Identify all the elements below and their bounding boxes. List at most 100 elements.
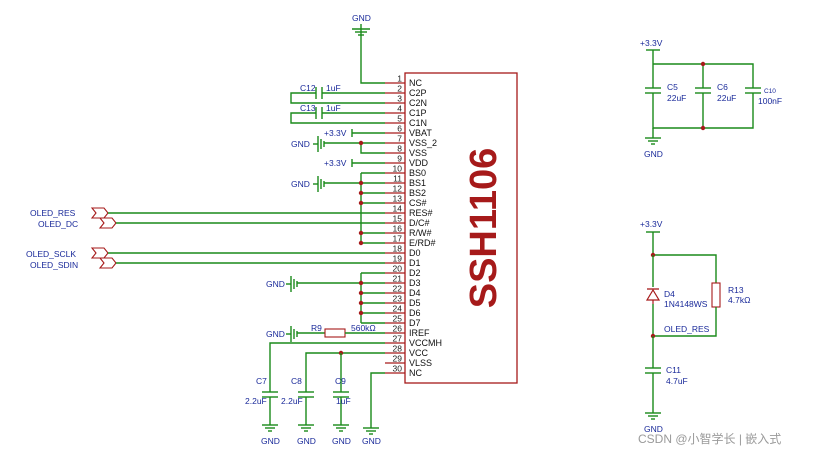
gnd-iref-label: GND (266, 329, 285, 339)
pin-4-name: C1P (409, 108, 427, 118)
gnd-vss-label: GND (291, 139, 310, 149)
pin-28-name: VCC (409, 348, 429, 358)
pin-23-name: D5 (409, 298, 421, 308)
pin-21-number: 21 (393, 274, 403, 284)
wire-decoup-top (653, 63, 754, 88)
c8-ref: C8 (291, 376, 302, 386)
ic-body (404, 72, 518, 384)
gnd-reset-symbol (645, 412, 661, 420)
gnd-vss-symbol (313, 136, 325, 152)
pin-18-name: D0 (409, 248, 421, 258)
gnd-bs-symbol (313, 176, 325, 192)
c13-ref: C13 (300, 103, 316, 113)
pin-14-number: 14 (393, 204, 403, 214)
pin-2-number: 2 (397, 84, 402, 94)
gnd-c7-label: GND (261, 436, 280, 446)
gnd-c8-symbol (298, 424, 314, 432)
pin-24-number: 24 (393, 304, 403, 314)
reset-3v3-label: +3.3V (640, 219, 663, 229)
vdd-3v3-label: +3.3V (324, 158, 347, 168)
r9-symbol (324, 328, 346, 338)
pin-23-number: 23 (393, 294, 403, 304)
c11-value: 4.7uF (666, 376, 688, 386)
pin-15-number: 15 (393, 214, 403, 224)
wire-vcc (305, 352, 385, 392)
wire-reset-mid (653, 307, 717, 337)
gnd-iref-symbol (286, 326, 298, 342)
c12-symbol (315, 87, 323, 99)
pin-27-name: VCCMH (409, 338, 442, 348)
decoup-3v3-bar (646, 49, 660, 64)
pin-12-number: 12 (393, 184, 403, 194)
c6-symbol (695, 87, 711, 94)
c12-ref: C12 (300, 83, 316, 93)
c9-ref: C9 (335, 376, 346, 386)
pin-17-number: 17 (393, 234, 403, 244)
c8-value: 2.2uF (281, 396, 303, 406)
c6-value: 22uF (717, 93, 736, 103)
pin-14-name: RES# (409, 208, 433, 218)
c5-value: 22uF (667, 93, 686, 103)
wire-c2n (290, 92, 385, 104)
c12-value: 1uF (326, 83, 341, 93)
pin-11-name: BS1 (409, 178, 426, 188)
pin-30-number: 30 (393, 364, 403, 374)
r9-ref: R9 (311, 323, 322, 333)
pin-12-name: BS2 (409, 188, 426, 198)
reset-3v3-bar (646, 231, 660, 255)
pin-18-number: 18 (393, 244, 403, 254)
pin-6-number: 6 (397, 124, 402, 134)
pin-3-name: C2N (409, 98, 427, 108)
c13-symbol (315, 107, 323, 119)
pin-26-name: IREF (409, 328, 430, 338)
d4-value: 1N4148WS (664, 299, 708, 309)
decoup-3v3-label: +3.3V (640, 38, 663, 48)
pin-22-name: D4 (409, 288, 421, 298)
watermark: CSDN @小智学长 | 嵌入式 (638, 431, 781, 446)
c7-ref: C7 (256, 376, 267, 386)
pin-10-name: BS0 (409, 168, 426, 178)
pin-20-number: 20 (393, 264, 403, 274)
gnd-vlss-symbol (363, 427, 379, 435)
gnd-c9-label: GND (332, 436, 351, 446)
vbat-3v3-label: +3.3V (324, 128, 347, 138)
pin-1-number: 1 (397, 74, 402, 84)
c10-symbol (745, 87, 761, 94)
r13-symbol (711, 282, 721, 308)
wire-vccmh (269, 342, 385, 392)
pin-25-name: D7 (409, 318, 421, 328)
pin-2-name: C2P (409, 88, 427, 98)
pin-9-number: 9 (397, 154, 402, 164)
oled-dc-label: OLED_DC (38, 219, 78, 229)
wire-vlss (370, 372, 385, 428)
wire-nc-pin1 (360, 29, 385, 84)
gnd-d-label: GND (266, 279, 285, 289)
pin-26-number: 26 (393, 324, 403, 334)
gnd-c9-symbol (333, 424, 349, 432)
pin-28-number: 28 (393, 344, 403, 354)
pin-7-name: VSS_2 (409, 138, 437, 148)
pin-24-name: D6 (409, 308, 421, 318)
gnd-bs-label: GND (291, 179, 310, 189)
pin-10-number: 10 (393, 164, 403, 174)
c11-ref: C11 (666, 365, 681, 375)
pin-9-name: VDD (409, 158, 429, 168)
pin-25-number: 25 (393, 314, 403, 324)
pin-5-name: C1N (409, 118, 427, 128)
pin-20-name: D2 (409, 268, 421, 278)
c8-symbol (298, 391, 314, 425)
pin-4-number: 4 (397, 104, 402, 114)
r9-value: 560kΩ (351, 323, 376, 333)
pin-29-name: VLSS (409, 358, 432, 368)
reset-oled-res-label: OLED_RES (664, 324, 710, 334)
pin-19-number: 19 (393, 254, 403, 264)
oled-sclk-label: OLED_SCLK (26, 249, 76, 259)
c9-value: 1uF (336, 396, 351, 406)
d4-symbol (645, 288, 661, 304)
oled-sdin-label: OLED_SDIN (30, 260, 78, 270)
port-oled-res (90, 207, 385, 219)
ic-name: SSH1106 (463, 148, 505, 309)
pin-30-name: NC (409, 368, 422, 378)
c5-symbol (645, 87, 661, 94)
